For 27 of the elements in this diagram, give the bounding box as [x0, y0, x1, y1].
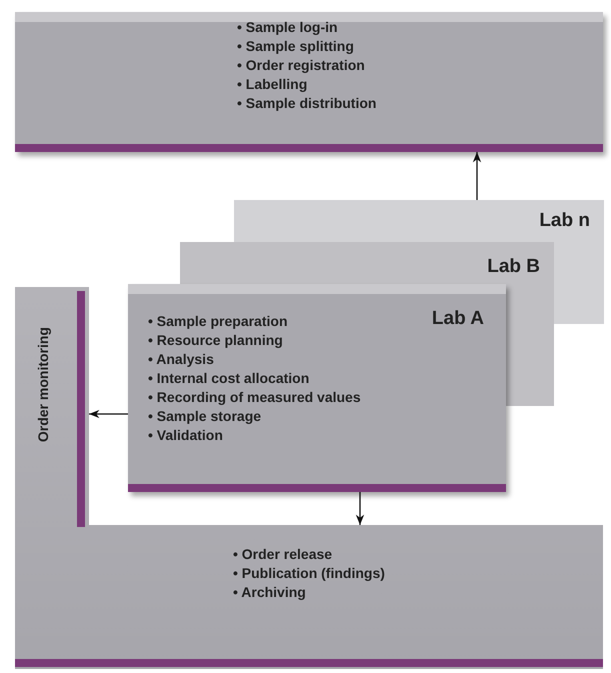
list-item: • Archiving — [233, 583, 306, 602]
list-item: • Order registration — [237, 56, 365, 75]
list-item: • Validation — [148, 426, 223, 445]
list-item: • Order release — [233, 545, 332, 564]
list-item: • Resource planning — [148, 331, 283, 350]
list-item: • Recording of measured values — [148, 388, 361, 407]
list-item: • Publication (findings) — [233, 564, 385, 583]
list-item: • Sample splitting — [237, 37, 354, 56]
lab-title: Lab A — [432, 308, 484, 330]
list-item: • Sample log-in — [237, 18, 338, 37]
arrow — [472, 152, 482, 200]
list-item: • Labelling — [237, 75, 308, 94]
list-item: • Sample distribution — [237, 94, 376, 113]
list-item: • Analysis — [148, 350, 214, 369]
list-item: • Internal cost allocation — [148, 369, 310, 388]
process-panel — [15, 287, 603, 669]
lab-card — [234, 200, 604, 242]
arrow — [89, 410, 128, 418]
arrow — [356, 492, 364, 525]
lab-card — [180, 242, 554, 284]
lab-title: Lab B — [487, 256, 540, 278]
list-item: • Sample preparation — [148, 312, 288, 331]
list-item: • Sample storage — [148, 407, 262, 426]
process-box — [15, 12, 603, 152]
lab-card — [128, 284, 506, 492]
lab-title: Lab n — [539, 210, 590, 232]
panel-title: Order monitoring — [35, 327, 51, 442]
